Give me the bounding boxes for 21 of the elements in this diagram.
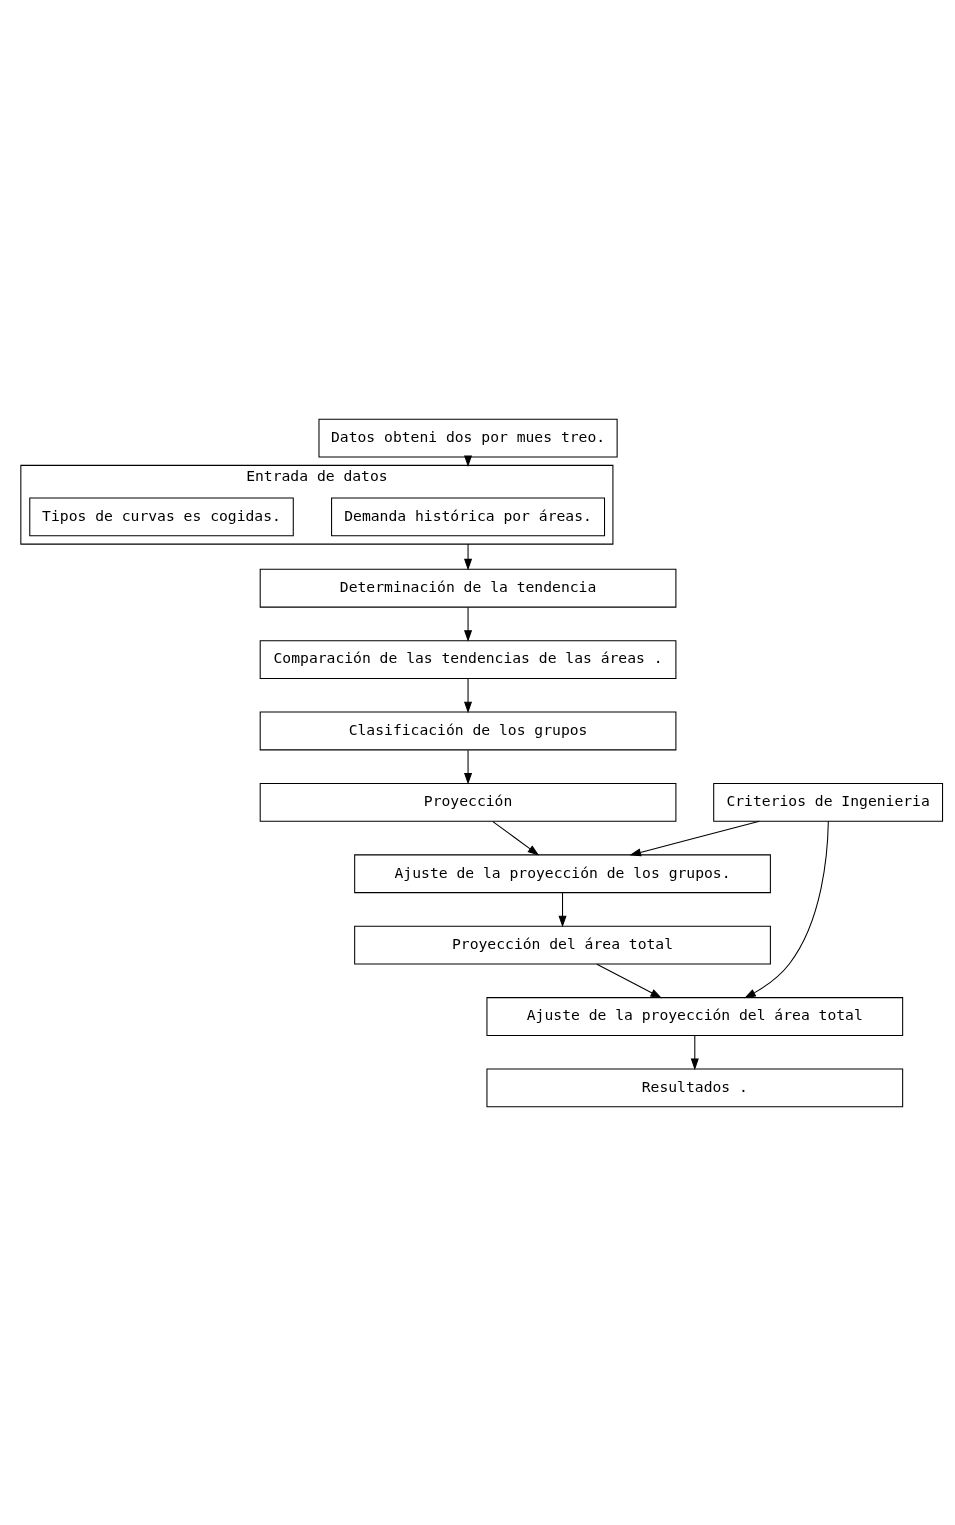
arrow <box>744 820 829 998</box>
arrow <box>464 606 473 642</box>
node-box: Proyección del área total <box>354 925 771 965</box>
arrow <box>690 1034 699 1070</box>
arrow <box>464 749 473 785</box>
node-box: Tipos de curvas es cogidas. <box>29 496 294 536</box>
arrow <box>464 543 473 570</box>
node-box: Clasificación de los grupos <box>259 711 677 750</box>
arrow <box>492 820 540 856</box>
node-box: Resultados . <box>486 1068 904 1107</box>
node-box: Ajuste de la proyección del área total <box>486 996 904 1036</box>
node-box: Determinación de la tendencia <box>259 568 677 608</box>
node-box: Ajuste de la proyección de los grupos. <box>354 853 771 893</box>
node-box: Demanda histórica por áreas. <box>331 496 606 536</box>
arrow <box>464 677 473 713</box>
node-box: Proyección <box>259 782 677 822</box>
arrow <box>629 820 760 856</box>
arrow <box>596 963 662 998</box>
node-box: Comparación de las tendencias de las áreas . <box>259 639 677 679</box>
node-box: Criterios de Ingenieria <box>713 782 944 822</box>
arrow <box>558 891 567 927</box>
